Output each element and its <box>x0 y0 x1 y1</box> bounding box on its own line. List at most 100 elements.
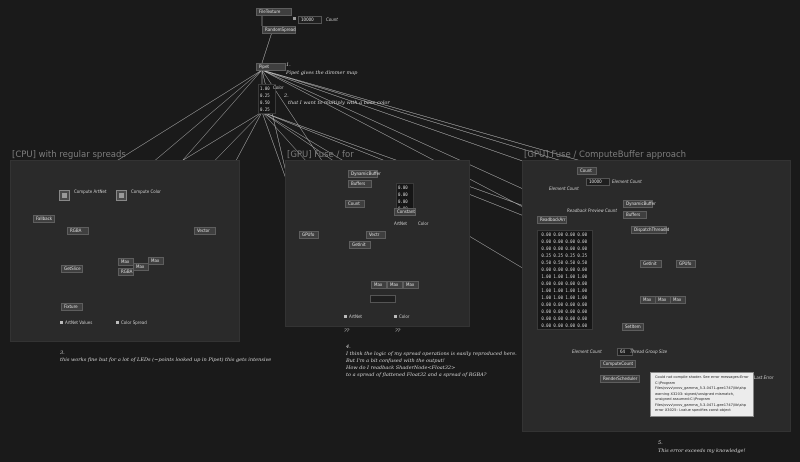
gpu-fuse-count-node[interactable]: Count <box>345 200 365 208</box>
gpu-compute-threadgroup-label: Thread Group Size <box>630 349 668 354</box>
cpu-max-3-node[interactable]: Max <box>148 257 164 265</box>
gpu-fuse-artnet-pin[interactable] <box>344 315 347 318</box>
matrix-cell: 0.00 <box>553 309 563 314</box>
color-values-box[interactable]: 1.00 0.25 0.50 0.25 <box>258 84 276 114</box>
color-value-2: 0.50 <box>260 100 270 105</box>
color-spread-label: Color Spread <box>121 320 147 325</box>
gpu-compute-threadgroup-value[interactable]: 64 <box>617 348 633 356</box>
gpu-fuse-dynamicbuffer-node[interactable]: DynamicBuffer <box>348 170 381 178</box>
constant-value-1: 0.00 <box>398 192 408 197</box>
gpu-compute-dispatch-node[interactable]: DispatchThreadId <box>631 226 669 234</box>
matrix-cell: 0.00 <box>577 316 587 321</box>
gpu-compute-count-value[interactable]: 10000 <box>586 178 610 186</box>
matrix-cell: 0.25 <box>565 253 575 258</box>
matrix-cell: 1.00 <box>565 295 575 300</box>
region-cpu[interactable] <box>10 160 240 342</box>
color-spread-pin[interactable] <box>116 321 119 324</box>
gpu-fuse-max-b-node[interactable]: Max <box>387 281 403 289</box>
note-3-number: 3. <box>60 350 65 356</box>
matrix-cell: 0.00 <box>565 281 575 286</box>
matrix-cell: 0.00 <box>553 232 563 237</box>
gpu-fuse-vectr-node[interactable]: Vectr <box>366 231 386 239</box>
count-pin[interactable] <box>293 17 296 20</box>
note-5-text: This error exceeds my knowledge! <box>658 448 746 454</box>
error-line: C:\Program <box>655 380 676 385</box>
gpu-compute-buffers-node[interactable]: Buffers <box>623 211 647 219</box>
note-3-text: this works fine but for a lot of LEDs (~… <box>60 357 272 363</box>
matrix-cell: 1.00 <box>565 288 575 293</box>
matrix-cell: 0.00 <box>541 246 551 251</box>
color-value-1: 0.25 <box>260 93 270 98</box>
gpu-fuse-gpufo-node[interactable]: GPUfo <box>299 231 319 239</box>
note-1-number: 1. <box>286 62 291 68</box>
cpu-getslice-node[interactable]: GetSlice <box>61 265 83 273</box>
matrix-cell: 0.50 <box>541 260 551 265</box>
compute-color-toggle[interactable] <box>116 190 127 201</box>
gpu-compute-readbackarr-node[interactable]: ReadbackArr <box>537 216 567 224</box>
artnet-values-pin[interactable] <box>60 321 63 324</box>
gpu-compute-max-1-node[interactable]: Max <box>640 296 656 304</box>
cpu-fallback-node[interactable]: Fallback <box>33 215 55 223</box>
color-value-3: 0.25 <box>260 107 270 112</box>
matrix-cell: 0.00 <box>565 309 575 314</box>
matrix-cell: 0.25 <box>553 253 563 258</box>
gpu-compute-setitem-node[interactable]: SetItem <box>622 323 644 331</box>
gpu-fuse-getinit-node[interactable]: GetInit <box>349 241 371 249</box>
gpu-fuse-color-label: Color <box>418 221 429 226</box>
gpu-compute-count-node[interactable]: Count <box>577 167 597 175</box>
gpu-fuse-max-c-node[interactable]: Max <box>403 281 419 289</box>
cpu-fixture-node[interactable]: Fixture <box>61 303 83 311</box>
gpu-fuse-question-2: ?? <box>395 328 401 334</box>
count-value-box[interactable]: 10000 <box>298 16 322 24</box>
randomspread-node[interactable]: RandomSpread <box>262 26 296 34</box>
gpu-fuse-max-a-node[interactable]: Max <box>371 281 387 289</box>
cpu-rgba-node[interactable]: RGBA <box>67 227 89 235</box>
gpu-fuse-constant-node[interactable]: Constant <box>394 208 416 216</box>
cpu-max-1-node[interactable]: Max <box>118 258 134 266</box>
wire[interactable] <box>261 31 273 64</box>
matrix-cell: 0.50 <box>553 260 563 265</box>
compute-artnet-toggle[interactable] <box>59 190 70 201</box>
gpu-fuse-join-node[interactable] <box>370 295 396 303</box>
matrix-cell: 0.00 <box>541 281 551 286</box>
note-2-number: 2. <box>284 93 289 99</box>
matrix-cell: 0.00 <box>565 316 575 321</box>
gpu-compute-max-3-node[interactable]: Max <box>670 296 686 304</box>
gpu-compute-getinit-node[interactable]: GetInit <box>640 260 662 268</box>
gpu-fuse-color-pin[interactable] <box>394 315 397 318</box>
matrix-cell: 0.00 <box>577 323 587 328</box>
note-4-line-1: I think the logic of my spread operation… <box>346 351 517 357</box>
matrix-cell: 0.00 <box>565 246 575 251</box>
matrix-cell: 1.00 <box>553 295 563 300</box>
filetexture-node[interactable]: FileTexture <box>256 8 292 16</box>
pipet-node[interactable]: Pipet <box>256 63 286 71</box>
gpu-compute-element-count-label-2: Element Count <box>549 186 579 191</box>
error-line: error X3025: l-value specifies const obj… <box>655 408 731 412</box>
gpu-compute-renderscheduler-node[interactable]: RenderScheduler <box>600 375 640 383</box>
matrix-cell: 0.25 <box>541 253 551 258</box>
cpu-vector-node[interactable]: Vector <box>194 227 216 235</box>
gpu-compute-computebuffer-node[interactable]: ComputeCount <box>600 360 636 368</box>
cpu-rgba-2-node[interactable]: RGBA <box>118 268 134 276</box>
gpu-fuse-buffers-node[interactable]: Buffers <box>348 180 372 188</box>
last-error-label: Last Error <box>754 375 774 380</box>
gpu-compute-gpufo-node[interactable]: GPUfo <box>676 260 696 268</box>
matrix-cell: 0.00 <box>577 309 587 314</box>
matrix-cell: 0.00 <box>541 267 551 272</box>
cpu-max-2-node[interactable]: Max <box>133 263 149 271</box>
matrix-cell: 0.00 <box>565 302 575 307</box>
region-gpu-fuse-title: [GPU] Fuse / for <box>287 150 354 160</box>
compute-color-label: Compute Color <box>131 189 161 194</box>
region-cpu-title: [CPU] with regular spreads <box>12 150 126 160</box>
gpu-compute-max-2-node[interactable]: Max <box>655 296 671 304</box>
gpu-compute-dynamicbuffer-node[interactable]: DynamicBuffer <box>623 200 656 208</box>
